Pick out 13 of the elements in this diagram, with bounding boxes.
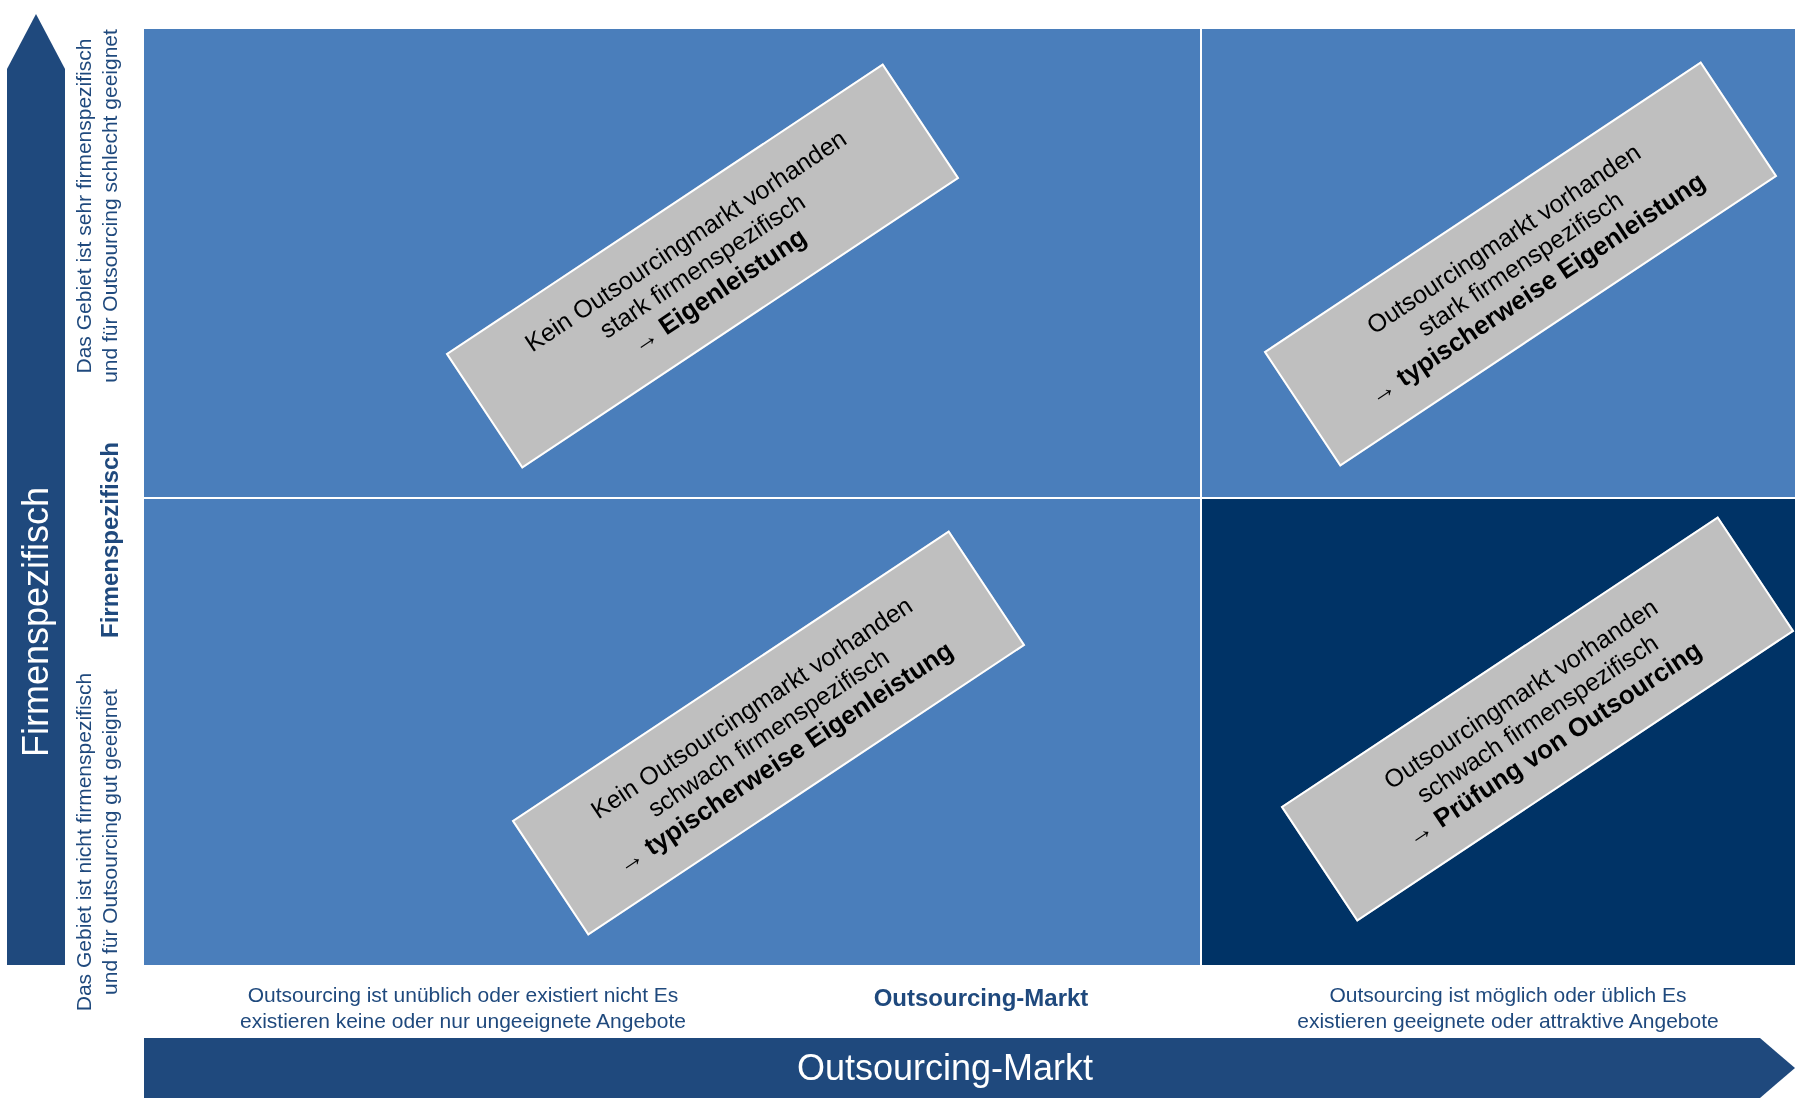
axis-label: Firmenspezifisch	[95, 440, 124, 641]
matrix-quadrant	[1202, 499, 1795, 965]
axis-description: Das Gebiet ist sehr firmenspezifisch und für Outsourcing schlecht geeignet	[70, 28, 122, 385]
axis-title: Outsourcing-Markt	[796, 1047, 1094, 1089]
matrix-quadrant	[144, 499, 1200, 965]
matrix-quadrant	[1202, 29, 1795, 497]
axis-label: Outsourcing-Markt	[872, 983, 1090, 1013]
axis-description: Outsourcing ist möglich oder üblich Es existieren geeignete oder attraktive Angebote	[1296, 981, 1720, 1034]
axis-description: Das Gebiet ist nicht firmenspezifisch und für Outsourcing gut geeignet	[70, 671, 122, 1014]
axis-title: Firmenspezifisch	[15, 486, 57, 758]
matrix-quadrant	[144, 29, 1200, 497]
axis-arrow	[7, 14, 65, 965]
axis-description: Outsourcing ist unüblich oder existiert nicht Es existieren keine oder nur ungeeignete Angebote	[239, 981, 687, 1034]
